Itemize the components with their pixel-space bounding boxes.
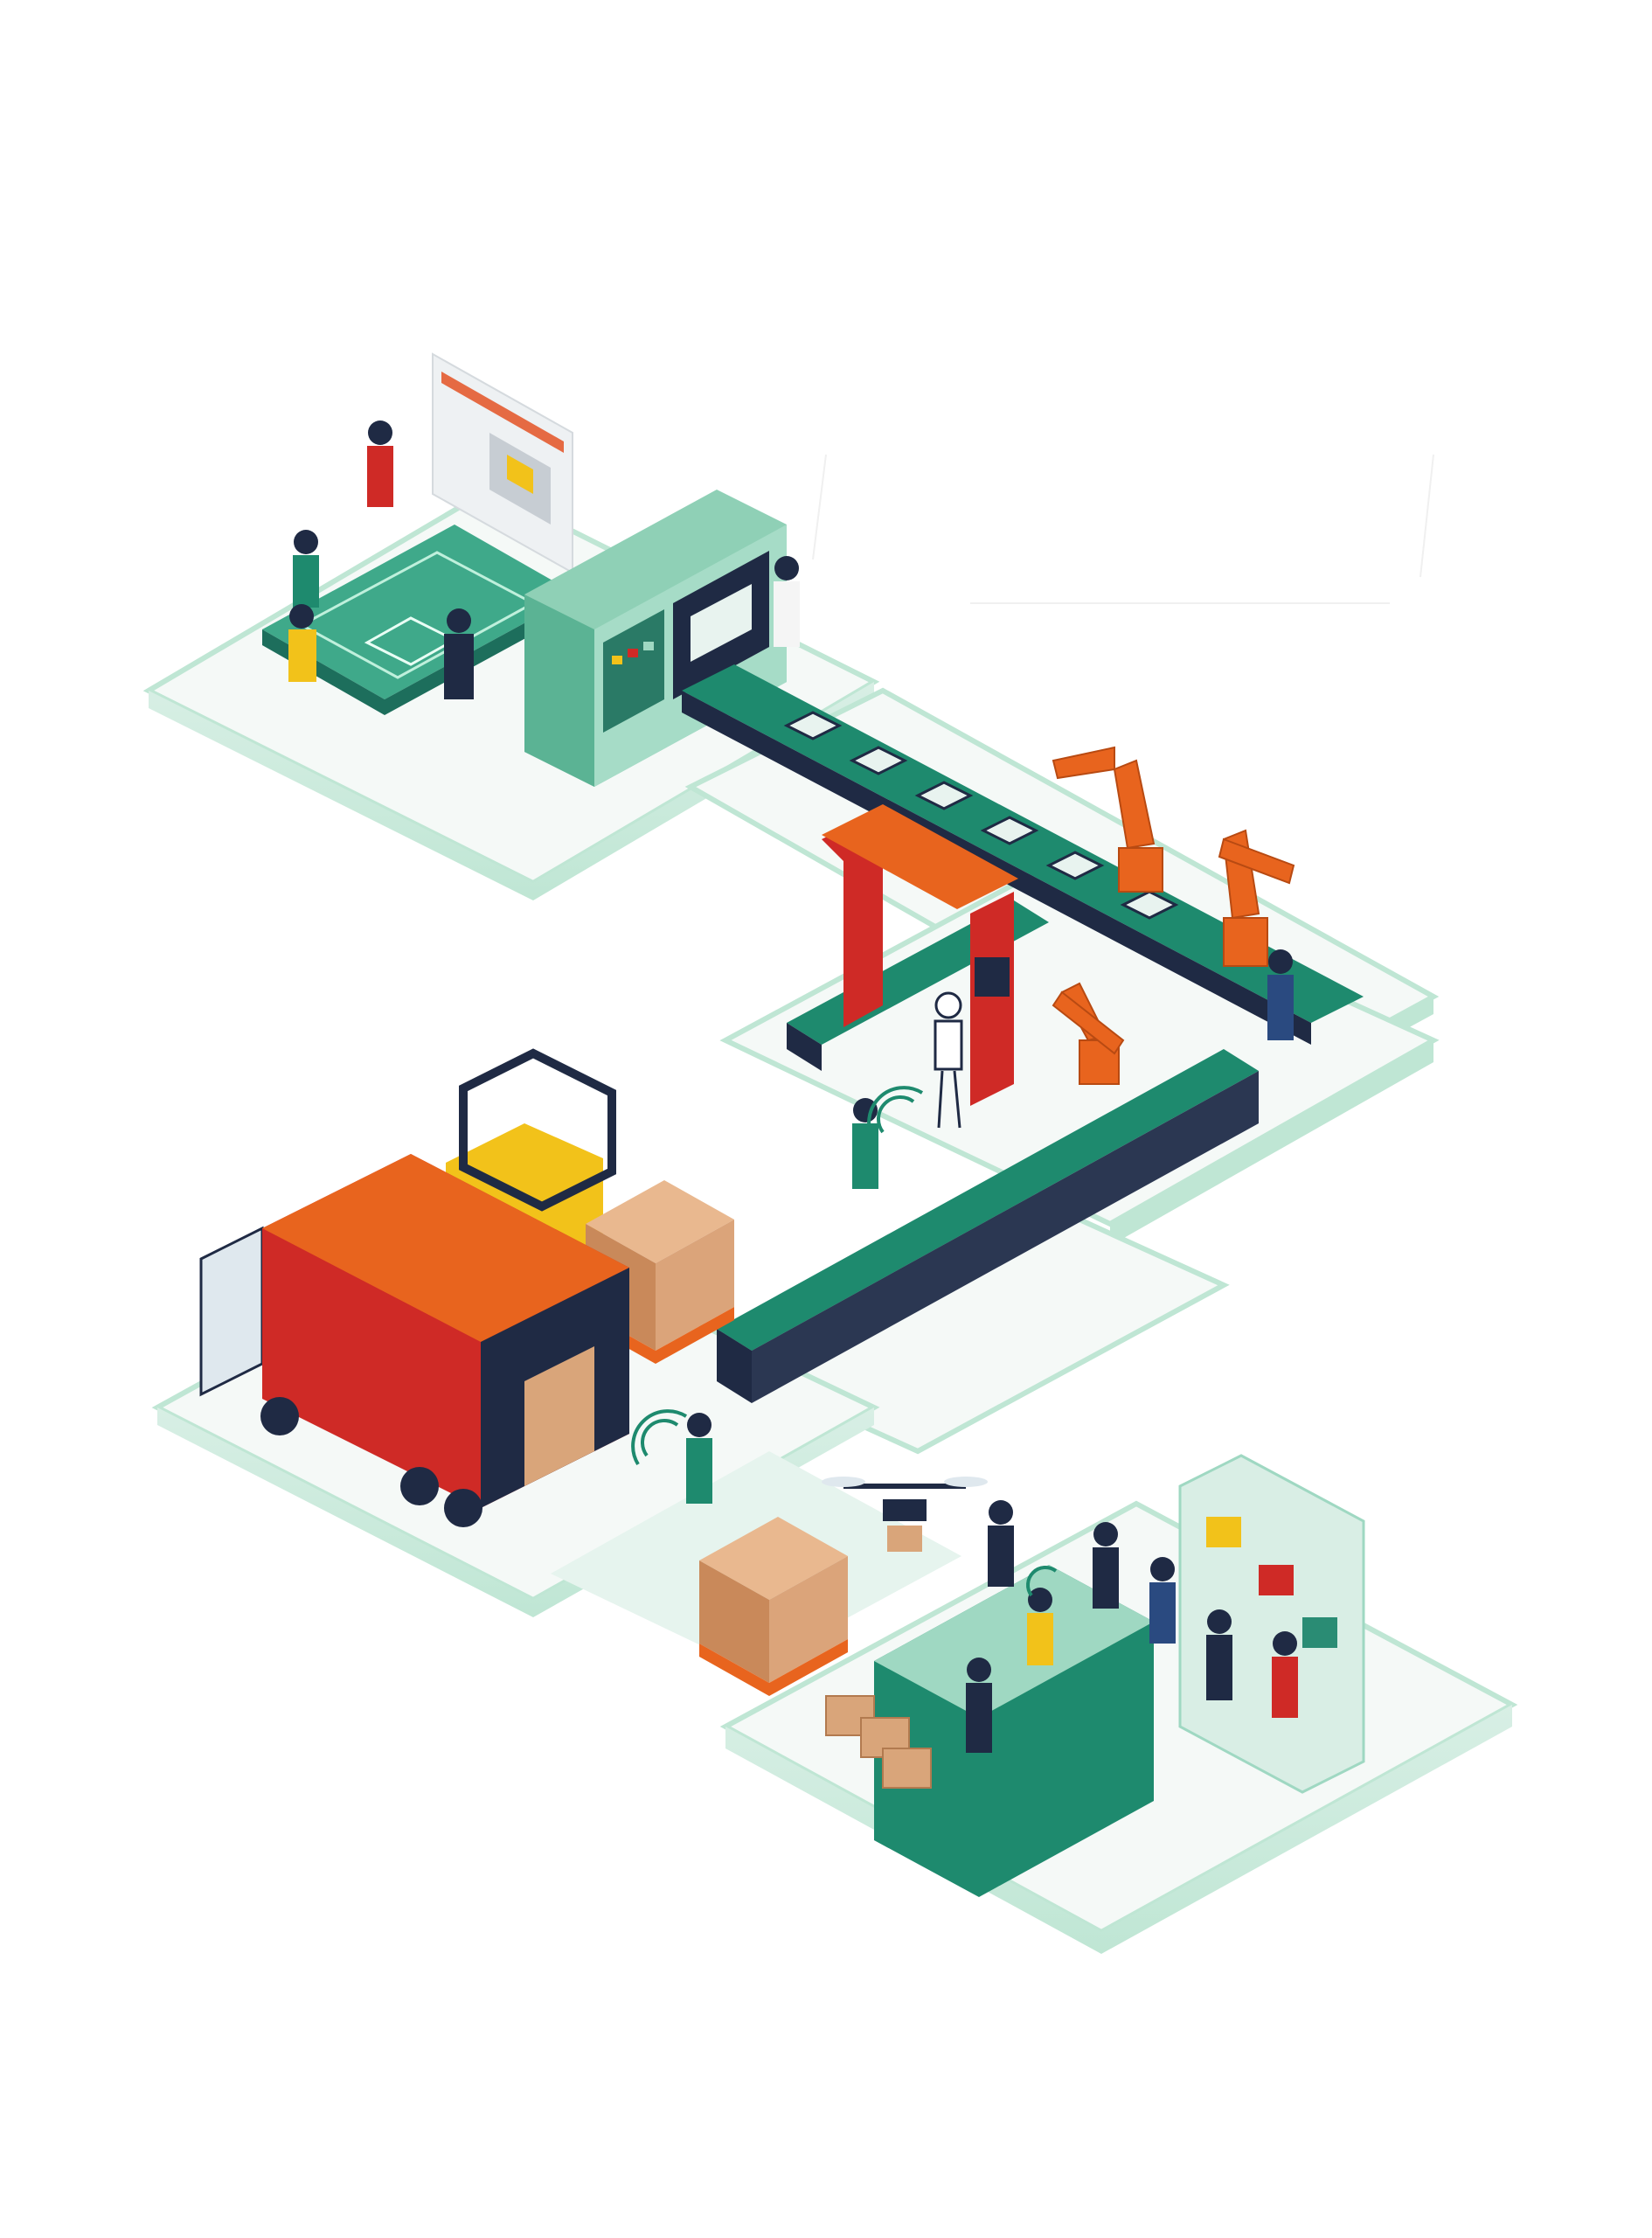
workers	[288, 420, 1298, 1753]
drone-icon	[822, 1477, 988, 1552]
robot-arms	[1052, 746, 1295, 1085]
wifi-icon	[631, 1086, 1058, 1597]
callout-frame	[812, 454, 1434, 604]
retail-store	[825, 1454, 1365, 1897]
touch-table	[262, 525, 577, 699]
headline-block	[839, 463, 847, 502]
control-panel	[975, 957, 1010, 997]
conveyor-lower	[717, 1049, 1259, 1351]
annotation-block	[542, 315, 547, 346]
inspection-gantry	[822, 804, 1018, 1106]
conveyor-upper	[682, 664, 1364, 1023]
robot-icon	[934, 991, 963, 1129]
digital-twin-design-station	[262, 352, 577, 715]
product-chips	[783, 711, 1179, 920]
delivery-truck	[199, 1154, 629, 1527]
